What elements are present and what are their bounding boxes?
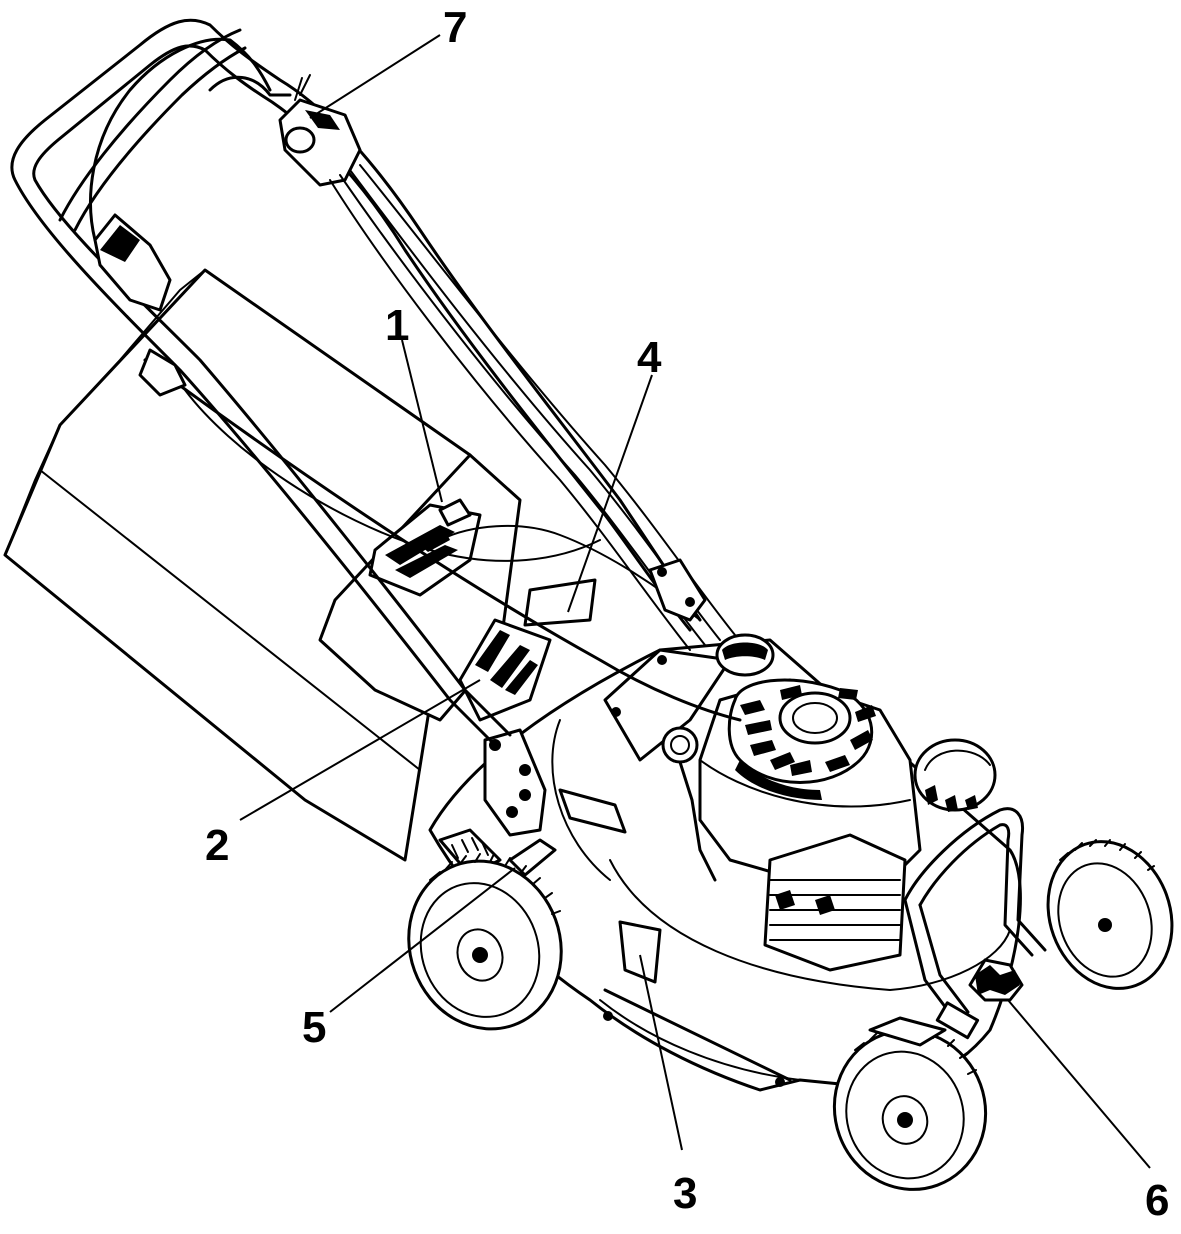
deck-label-3 (618, 920, 662, 984)
leader-lines (239, 34, 1151, 1169)
leader-5 (329, 867, 516, 1013)
front-wheel-far (1046, 839, 1174, 990)
callout-7: 7 (443, 3, 467, 52)
rear-wheel-left (407, 853, 563, 1031)
front-bumper (903, 807, 1047, 1040)
front-wheel-near (832, 1016, 988, 1191)
callout-5: 5 (302, 1003, 326, 1052)
leader-3 (639, 954, 683, 1151)
callout-3: 3 (673, 1169, 697, 1218)
callout-2: 2 (205, 821, 229, 870)
leader-7 (309, 34, 441, 119)
callout-numbers: 1 2 3 4 5 6 7 (205, 3, 1169, 1225)
callout-1: 1 (385, 301, 409, 350)
callout-4: 4 (637, 333, 662, 382)
leader-1 (401, 339, 443, 503)
deck-label-5 (558, 788, 627, 834)
callout-6: 6 (1145, 1176, 1169, 1225)
decal-4 (523, 578, 597, 627)
rear-bracket (438, 728, 557, 877)
handle (10, 18, 742, 747)
leader-2 (239, 679, 481, 821)
leader-6 (1007, 999, 1151, 1169)
decals (368, 498, 597, 722)
engine (661, 633, 997, 972)
leader-4 (567, 374, 653, 613)
front-height-adjuster (968, 958, 1024, 1002)
